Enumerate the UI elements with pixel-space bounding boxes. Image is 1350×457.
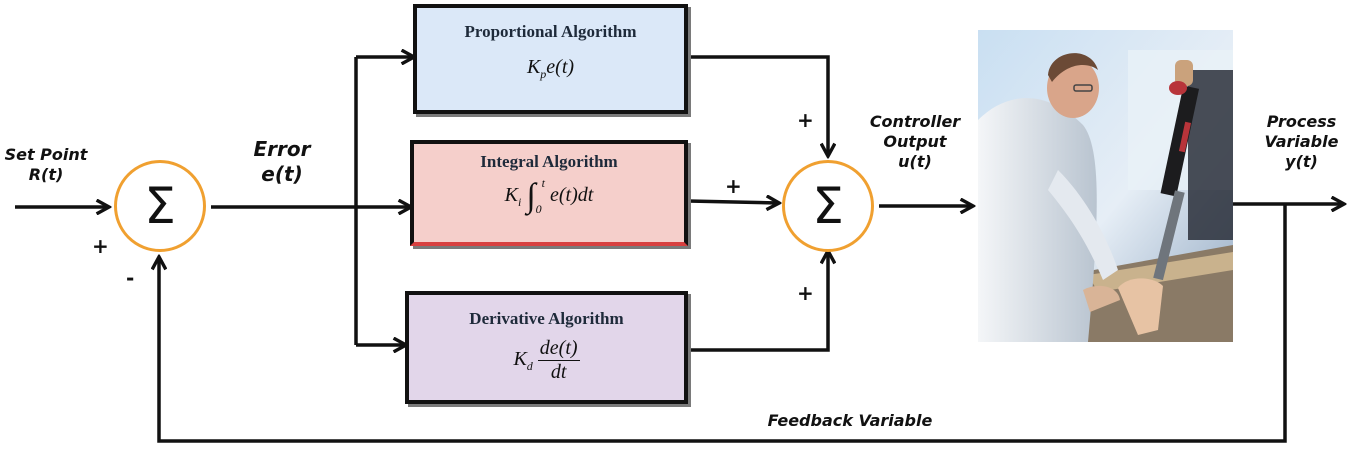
sigma-symbol: Σ [812, 177, 844, 235]
summing-junction-controller: Σ [782, 160, 874, 252]
engineer-with-prosthetic-leg-photo [978, 30, 1233, 342]
error-label: Error e(t) [253, 137, 311, 186]
derivative-out-wire [688, 252, 828, 352]
summing-junction-input: Σ [114, 160, 206, 252]
proportional-equation: Kpe(t) [526, 56, 575, 81]
summer1-minus-sign: - [126, 266, 135, 290]
derivative-title: Derivative Algorithm [469, 309, 624, 328]
derivative-equation: Kd de(t)dt [513, 337, 580, 383]
proportional-title: Proportional Algorithm [464, 22, 637, 41]
proportional-out-wire [688, 55, 828, 155]
integral-title: Integral Algorithm [480, 152, 618, 171]
integral-out-wire [687, 201, 778, 203]
summer2-plus-top: + [797, 108, 814, 132]
proportional-block: Proportional Algorithm Kpe(t) [413, 4, 688, 114]
summer2-plus-left: + [725, 174, 742, 198]
feedback-wire [159, 204, 1287, 443]
feedback-variable-label: Feedback Variable [767, 411, 933, 430]
derivative-block: Derivative Algorithm Kd de(t)dt [405, 291, 688, 404]
setpoint-label: Set Point R(t) [4, 145, 88, 184]
integral-block: Integral Algorithm Ki ∫0t e(t)dt [410, 140, 688, 246]
process-photo-drawing [978, 30, 1233, 342]
controller-output-label: Controller Output u(t) [869, 112, 961, 171]
process-variable-label: Process Variable y(t) [1264, 112, 1339, 171]
summer2-plus-bottom: + [797, 281, 814, 305]
integral-equation: Ki ∫0t e(t)dt [504, 176, 594, 216]
sigma-symbol: Σ [144, 177, 176, 235]
summer1-plus-sign: + [92, 234, 109, 258]
